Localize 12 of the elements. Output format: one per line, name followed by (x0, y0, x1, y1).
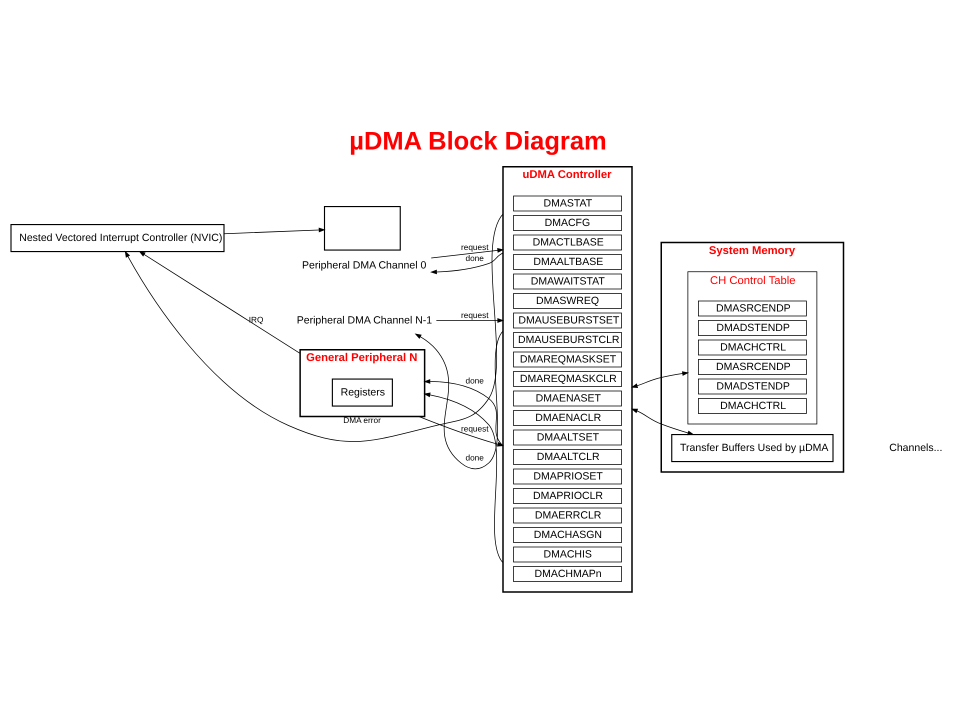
edge-label: done (466, 376, 484, 386)
label: Channels... (889, 442, 942, 454)
edge-label: done (466, 454, 484, 463)
node-text: Peripheral DMA Channel 0 (302, 260, 426, 272)
edge-label: DMA error (343, 416, 381, 426)
edge-label: request (461, 242, 489, 252)
edge-label: IRQ (248, 316, 264, 325)
edge-label: request (461, 311, 489, 320)
edge-label: done (466, 254, 484, 264)
node-text: Peripheral DMA Channel N-1 (296, 314, 432, 326)
edge-label: request (461, 424, 489, 434)
diagram-title: µDMA Block Diagram (349, 128, 607, 156)
